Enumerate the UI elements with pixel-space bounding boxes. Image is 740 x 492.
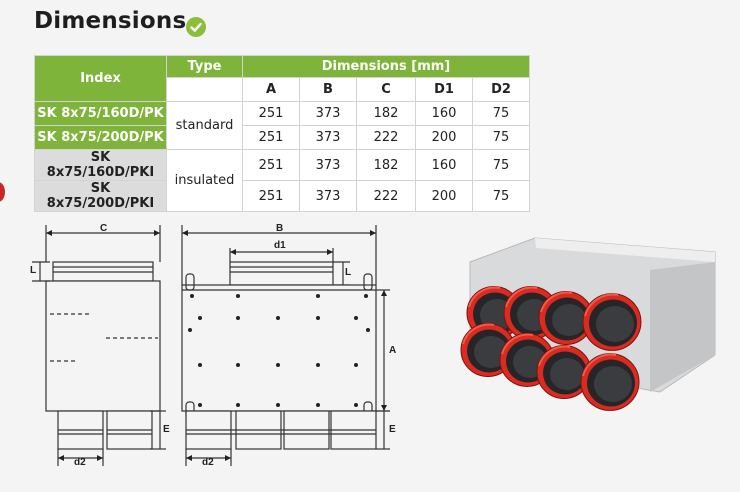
dimensions-table: Index Type Dimensions [mm] A B C D1 D2 S… <box>34 55 530 212</box>
row-index: SK 8x75/160D/PK <box>34 101 167 126</box>
dim-label-d2-side: d2 <box>74 457 86 468</box>
cell: 160 <box>415 101 473 126</box>
cell: 200 <box>415 125 473 150</box>
cell: 251 <box>242 125 300 150</box>
cell: 200 <box>415 180 473 212</box>
col-header-d1: D1 <box>415 77 473 102</box>
dimensions-header: Dimensions [mm] <box>242 55 530 78</box>
dim-label-d2-front: d2 <box>202 457 214 468</box>
dim-label-a: A <box>389 345 397 356</box>
page-title: Dimensions <box>34 8 187 34</box>
dim-label-l-front: L <box>345 267 352 278</box>
col-header-c: C <box>356 77 416 102</box>
cell: 160 <box>415 149 473 181</box>
product-photo <box>460 237 716 411</box>
cell: 251 <box>242 149 300 181</box>
cell: 251 <box>242 180 300 212</box>
index-header: Index <box>34 55 167 102</box>
table-row: SK 8x75/200D/PKI 251 373 222 200 75 <box>34 180 530 212</box>
cell: 75 <box>472 180 530 212</box>
table-row: SK 8x75/160D/PKI insulated 251 373 182 1… <box>34 149 530 212</box>
row-index: SK 8x75/160D/PKI <box>34 149 167 181</box>
spigot <box>538 291 594 345</box>
cell: 373 <box>299 125 357 150</box>
table-row: SK 8x75/160D/PK standard 251 373 182 160… <box>34 101 530 150</box>
red-marker <box>0 182 5 202</box>
dim-label-d1: d1 <box>274 240 286 251</box>
cell: 222 <box>356 180 416 212</box>
cell: 373 <box>299 149 357 181</box>
dim-label-e-front: E <box>389 424 396 435</box>
dim-label-c: C <box>100 223 108 234</box>
cell: 251 <box>242 101 300 126</box>
row-index: SK 8x75/200D/PK <box>34 125 167 150</box>
spigot <box>582 293 642 351</box>
cell: 373 <box>299 101 357 126</box>
col-header-d2: D2 <box>472 77 530 102</box>
type-cell-standard: standard <box>166 101 243 150</box>
dim-label-l-side: L <box>30 265 37 276</box>
type-cell-insulated: insulated <box>166 149 243 212</box>
dim-label-b: B <box>276 223 284 234</box>
type-subheader-blank <box>166 77 243 102</box>
cell: 182 <box>356 101 416 126</box>
dim-label-e-side: E <box>163 424 170 435</box>
check-circle-icon <box>186 17 206 37</box>
spigot <box>580 353 640 411</box>
cell: 222 <box>356 125 416 150</box>
cell: 75 <box>472 125 530 150</box>
row-index: SK 8x75/200D/PKI <box>34 180 167 212</box>
table-row: SK 8x75/200D/PK 251 373 222 200 75 <box>34 125 530 150</box>
spigot <box>536 345 592 399</box>
col-header-b: B <box>299 77 357 102</box>
cell: 75 <box>472 149 530 181</box>
